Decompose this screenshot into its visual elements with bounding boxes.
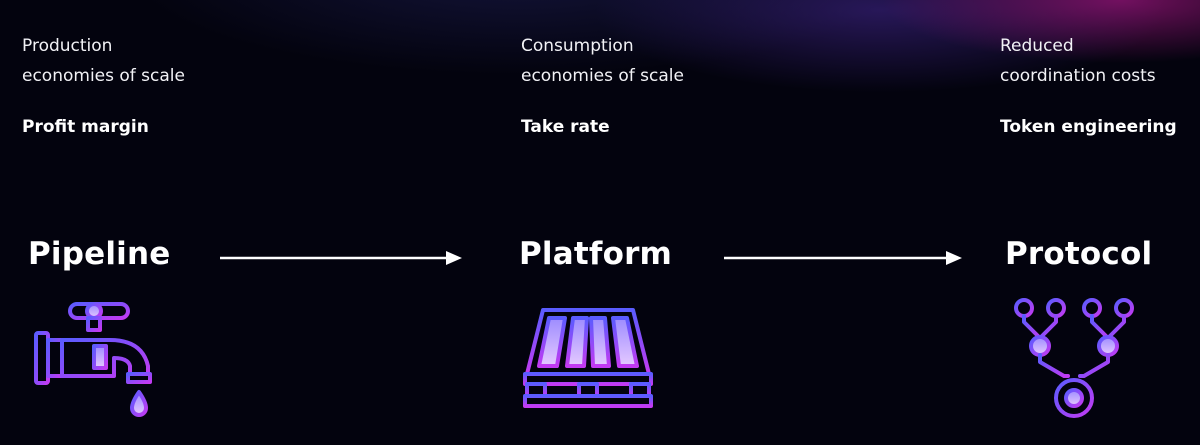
pallet-icon: [521, 296, 655, 420]
stage-metric: Take rate: [521, 117, 610, 137]
stage-description: Production economies of scale: [22, 31, 185, 91]
stage-platform: Consumption economies of scale Take rate…: [519, 0, 821, 445]
arrow-right-icon: [724, 251, 962, 265]
stage-pipeline: Production economies of scale Profit mar…: [22, 0, 322, 445]
description-line: economies of scale: [521, 66, 684, 86]
network-node-icon: [1012, 296, 1136, 430]
description-line: Reduced: [1000, 36, 1074, 56]
faucet-icon: [32, 296, 162, 430]
stage-description: Reduced coordination costs: [1000, 31, 1156, 91]
stage-protocol: Reduced coordination costs Token enginee…: [1000, 0, 1200, 445]
stage-title: Protocol: [1005, 236, 1153, 272]
description-line: Production: [22, 36, 113, 56]
arrow-right-icon: [220, 251, 462, 265]
description-line: economies of scale: [22, 66, 185, 86]
stage-metric: Profit margin: [22, 117, 149, 137]
description-line: Consumption: [521, 36, 634, 56]
stage-metric: Token engineering: [1000, 117, 1177, 137]
description-line: coordination costs: [1000, 66, 1156, 86]
stage-title: Pipeline: [28, 236, 171, 272]
stage-description: Consumption economies of scale: [521, 31, 684, 91]
stage-title: Platform: [519, 236, 673, 272]
